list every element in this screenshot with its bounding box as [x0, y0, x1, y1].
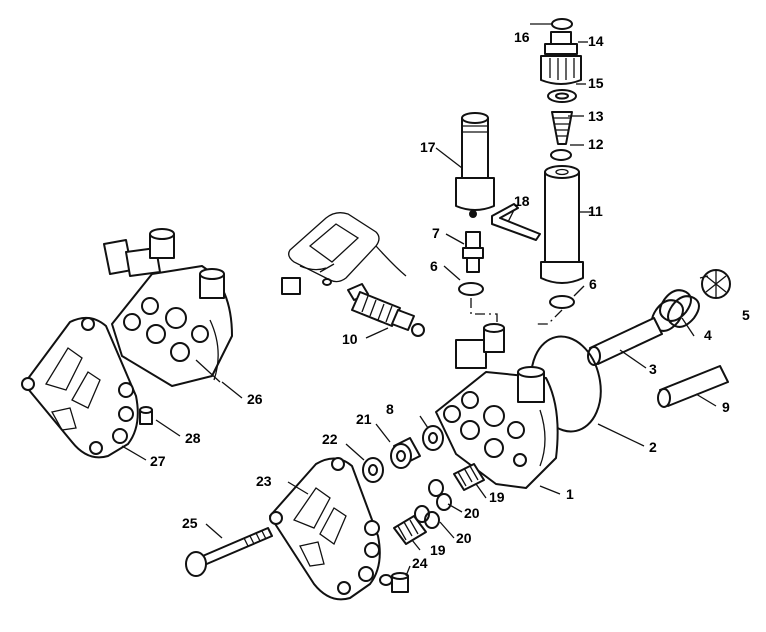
- callout-22: 22: [322, 431, 338, 447]
- callout-6-left: 6: [430, 258, 438, 274]
- callout-21: 21: [356, 411, 372, 427]
- part-14-inlet-fitting: [540, 31, 582, 85]
- part-16-oring: [551, 18, 573, 30]
- callout-6-right: 6: [589, 276, 597, 292]
- part-15-washer: [547, 89, 577, 103]
- assembly-centerline-outlet: [470, 298, 498, 328]
- part-1-pump-housing: [435, 323, 559, 489]
- part-18-hex-key: [491, 203, 541, 241]
- callout-25: 25: [182, 515, 198, 531]
- part-4-spring: [651, 289, 700, 332]
- callout-20-upper: 20: [464, 505, 480, 521]
- callout-19-upper: 19: [489, 489, 505, 505]
- part-5-spring-retainer: [701, 269, 731, 299]
- callout-20-lower: 20: [456, 530, 472, 546]
- part-6-oring-right: [549, 295, 575, 309]
- part-10-unloader-valve: [347, 283, 425, 337]
- callout-26: 26: [247, 391, 263, 407]
- callout-17: 17: [420, 139, 436, 155]
- part-19-check-valve-upper: [453, 463, 485, 491]
- part-19-check-valve-lower: [393, 515, 427, 545]
- part-3-piston: [587, 317, 663, 366]
- part-21-seal: [390, 437, 421, 469]
- part-17-outlet-tube: [455, 112, 495, 218]
- callout-5: 5: [742, 307, 750, 323]
- callout-7: 7: [432, 225, 440, 241]
- callout-18: 18: [514, 193, 530, 209]
- callout-28: 28: [185, 430, 201, 446]
- part-12-oring: [550, 149, 572, 161]
- part-11-inlet-tube: [540, 165, 584, 284]
- part-27-manifold-left: [21, 316, 139, 459]
- part-7-valve: [462, 231, 484, 273]
- part-22-seal: [362, 457, 384, 483]
- assembly-centerline-inlet: [534, 309, 563, 325]
- callout-23: 23: [256, 473, 272, 489]
- part-8-seal: [422, 425, 444, 451]
- callout-1: 1: [566, 486, 574, 502]
- part-26-housing-assembled: [103, 228, 233, 387]
- part-25-bolt: [185, 527, 273, 577]
- callout-27: 27: [150, 453, 166, 469]
- leader-lines: [121, 23, 717, 577]
- callout-13: 13: [588, 108, 604, 124]
- callout-4: 4: [704, 327, 712, 343]
- callout-8: 8: [386, 401, 394, 417]
- callout-24: 24: [412, 555, 428, 571]
- spray-gun-outline: [281, 212, 407, 295]
- part-24-plug: [379, 572, 409, 593]
- callout-10: 10: [342, 331, 358, 347]
- callout-15: 15: [588, 75, 604, 91]
- part-28-plug-left: [139, 406, 153, 425]
- callout-19-lower: 19: [430, 542, 446, 558]
- callout-3: 3: [649, 361, 657, 377]
- callout-2: 2: [649, 439, 657, 455]
- callout-9: 9: [722, 399, 730, 415]
- callout-12: 12: [588, 136, 604, 152]
- callout-14: 14: [588, 33, 604, 49]
- part-6-oring-left: [458, 282, 484, 296]
- part-13-strainer: [551, 111, 573, 145]
- callout-11: 11: [588, 203, 603, 219]
- callout-16: 16: [514, 29, 530, 45]
- part-20-orings-upper: [428, 479, 452, 511]
- part-23-manifold: [269, 457, 381, 601]
- part-20-orings-lower: [414, 505, 440, 529]
- part-9-piston: [657, 365, 729, 408]
